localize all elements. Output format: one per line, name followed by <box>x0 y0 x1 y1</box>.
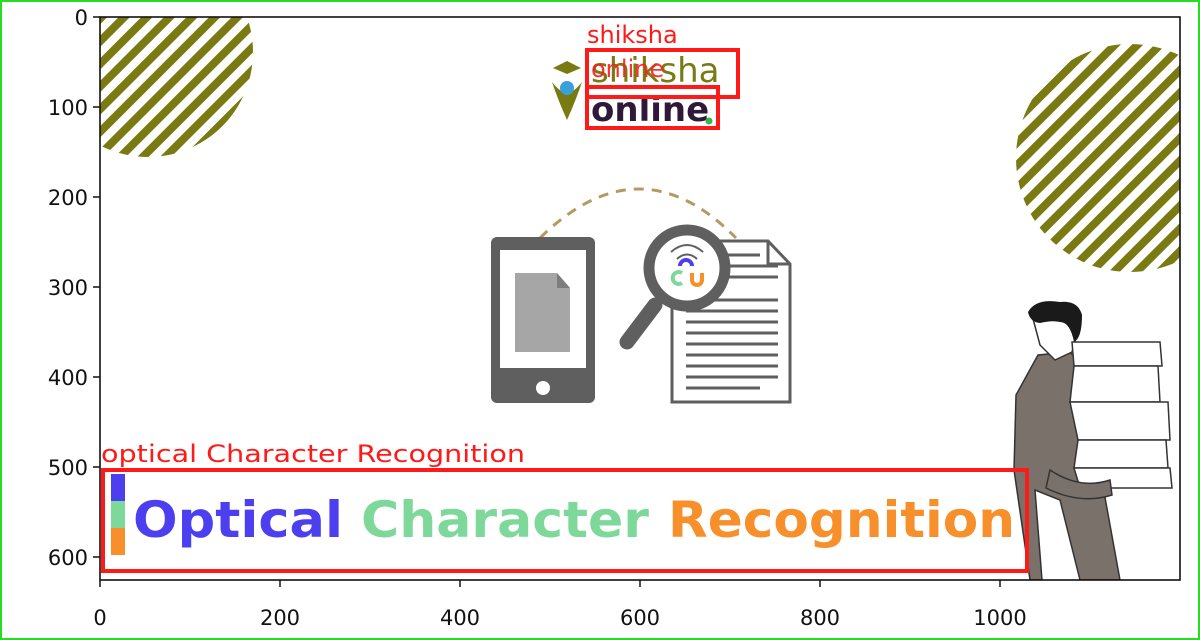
graduation-cap-icon <box>553 61 581 74</box>
logo-dot-icon <box>705 117 713 125</box>
magnifier-icon <box>643 224 731 312</box>
y-tick-label: 400 <box>48 366 88 390</box>
y-tick-label: 0 <box>75 6 88 30</box>
paper-stack <box>1069 341 1173 489</box>
striped-circle-right <box>1016 44 1180 272</box>
ocr-banner: Optical Character Recognition <box>111 474 1015 555</box>
banner-word-character: Character <box>361 491 649 549</box>
person-arm <box>1045 468 1113 500</box>
x-tick-label: 400 <box>440 606 480 630</box>
detection-box-online <box>585 85 720 130</box>
striped-circle-top-left <box>100 17 253 157</box>
x-tick-label: 800 <box>800 606 840 630</box>
x-tick-label: 0 <box>93 606 106 630</box>
person-illustration <box>1013 301 1173 580</box>
x-tick-label: 1000 <box>973 606 1026 630</box>
leaf-emblem-icon <box>552 82 582 120</box>
x-axis: 0 200 400 600 800 1000 <box>93 580 1027 630</box>
document-lines <box>686 253 778 390</box>
ocr-illustration <box>491 187 792 404</box>
x-tick-label: 200 <box>260 606 300 630</box>
y-tick-label: 100 <box>48 96 88 120</box>
y-tick-label: 200 <box>48 186 88 210</box>
emblem-dot-icon <box>560 81 574 95</box>
y-tick-label: 300 <box>48 276 88 300</box>
file-icon <box>515 273 570 352</box>
detection-label-shiksha: shiksha <box>587 21 678 49</box>
detection-label-online: online <box>591 55 664 83</box>
magnifier-handle <box>619 297 663 350</box>
banner-word-optical: Optical <box>133 491 343 549</box>
x-tick-label: 600 <box>620 606 660 630</box>
bar-orange <box>111 528 125 555</box>
detection-boxes <box>101 48 1029 573</box>
bar-green <box>111 501 125 528</box>
phone-home-button-icon <box>536 381 550 395</box>
bar-purple <box>111 474 125 501</box>
detection-box-ocr-text <box>101 468 1029 573</box>
ocr-symbol-icon <box>678 258 694 267</box>
y-tick-label: 600 <box>48 546 88 570</box>
y-tick-label: 500 <box>48 456 88 480</box>
y-axis: 0 100 200 300 400 500 600 <box>48 6 100 570</box>
person-hair <box>1028 301 1082 342</box>
dashed-arc <box>538 187 738 240</box>
detection-label-ocr-text: optical Character Recognition <box>101 440 525 468</box>
detection-box-shiksha <box>585 48 740 99</box>
image-content: shiksha online <box>100 17 1180 580</box>
logo-word-shiksha: shiksha <box>591 51 720 91</box>
banner-word-recognition: Recognition <box>668 491 1015 549</box>
